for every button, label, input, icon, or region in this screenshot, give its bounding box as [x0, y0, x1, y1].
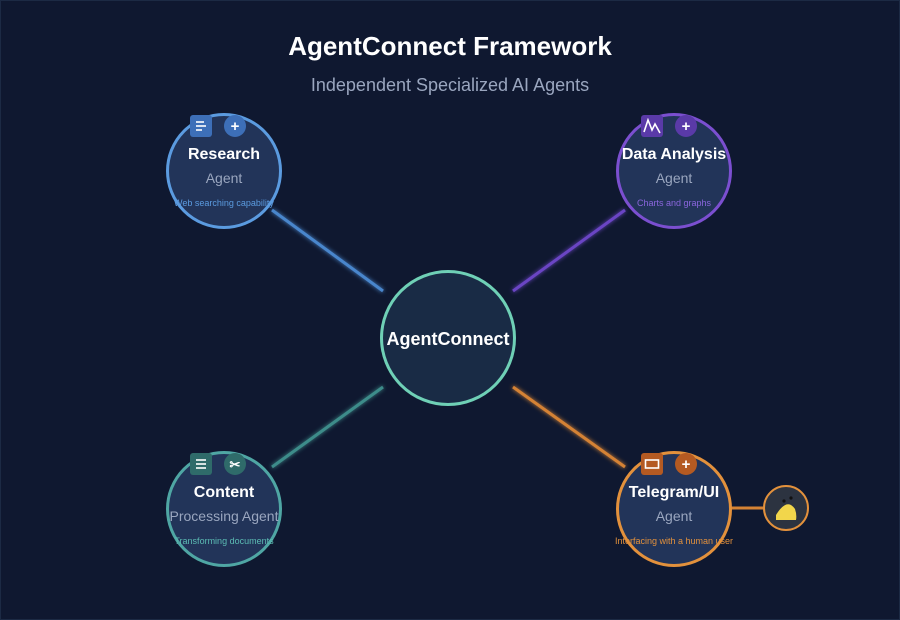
user-face-icon: [776, 496, 797, 520]
agent-kind: Agent: [655, 508, 693, 524]
link-telegram-ui: [512, 385, 626, 469]
document-icon: [190, 115, 212, 137]
link-research: [271, 208, 384, 293]
data-analysis-agent-node[interactable]: Data Analysis Agent Charts and graphs +: [616, 113, 732, 229]
agent-capability: Web searching capability: [174, 198, 274, 208]
agent-name: Data Analysis: [621, 146, 727, 163]
human-user-node[interactable]: [763, 485, 809, 531]
chart-icon: [641, 115, 663, 137]
window-icon: [641, 453, 663, 475]
link-content: [271, 385, 384, 469]
agent-capability: Charts and graphs: [636, 198, 712, 208]
plus-icon: +: [675, 453, 697, 475]
research-agent-node[interactable]: Research Agent Web searching capability …: [166, 113, 282, 229]
telegram-ui-agent-node[interactable]: Telegram/UI Agent Interfacing with a hum…: [615, 451, 733, 567]
diagram-title: AgentConnect Framework: [288, 31, 612, 61]
plus-icon: +: [675, 115, 697, 137]
agent-kind: Processing Agent: [169, 508, 279, 524]
agent-name: Content: [193, 484, 255, 501]
link-data-analysis: [512, 208, 626, 293]
agent-name: Telegram/UI: [628, 484, 720, 501]
agent-kind: Agent: [655, 170, 693, 186]
agent-capability: Interfacing with a human user: [614, 536, 734, 546]
diagram-subtitle: Independent Specialized AI Agents: [310, 75, 590, 95]
agent-capability: Transforming documents: [174, 536, 274, 546]
agent-name: Research: [187, 146, 261, 163]
plus-icon: +: [224, 115, 246, 137]
content-agent-node[interactable]: Content Processing Agent Transforming do…: [166, 451, 282, 567]
scissors-icon: ✂: [224, 453, 246, 475]
agent-kind: Agent: [205, 170, 243, 186]
list-icon: [190, 453, 212, 475]
agentconnect-hub[interactable]: AgentConnect: [380, 270, 516, 406]
hub-label: AgentConnect: [386, 329, 510, 349]
